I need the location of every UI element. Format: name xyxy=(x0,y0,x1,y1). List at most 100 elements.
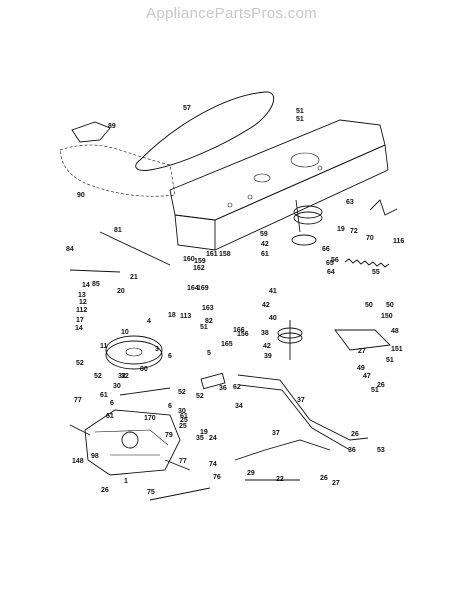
callout-label: 79 xyxy=(165,432,173,439)
control-rods xyxy=(69,199,398,501)
callout-label: 85 xyxy=(92,281,100,288)
watermark-text: AppliancePartsPros.com xyxy=(146,5,317,22)
callout-label: 52 xyxy=(196,393,204,400)
callout-label: 35 xyxy=(196,435,204,442)
callout-label: 51 xyxy=(296,116,304,123)
callout-label: 26 xyxy=(377,382,385,389)
callout-label: 11 xyxy=(100,343,108,350)
callout-label: 75 xyxy=(147,489,155,496)
shift-rods xyxy=(200,329,391,481)
callout-label: 51 xyxy=(296,108,304,115)
callout-label: 37 xyxy=(272,430,280,437)
callout-label: 3 xyxy=(155,346,159,353)
callout-label: 25 xyxy=(179,423,187,430)
callout-label: 19 xyxy=(337,226,345,233)
callout-label: 42 xyxy=(262,302,270,309)
callout-label: 77 xyxy=(74,397,82,404)
callout-label: 17 xyxy=(76,317,84,324)
callout-label: 90 xyxy=(77,192,85,199)
callout-label: 156 xyxy=(237,331,249,338)
callout-label: 49 xyxy=(357,365,365,372)
callout-label: 53 xyxy=(377,447,385,454)
callout-label: 36 xyxy=(348,447,356,454)
callout-label: 164 xyxy=(187,285,199,292)
callout-label: 148 xyxy=(72,458,84,465)
callout-label: 27 xyxy=(332,480,340,487)
callout-label: 1 xyxy=(124,478,128,485)
callout-label: 70 xyxy=(366,235,374,242)
callout-label: 81 xyxy=(114,227,122,234)
callout-label: 34 xyxy=(235,403,243,410)
callout-label: 51 xyxy=(386,357,394,364)
callout-label: 40 xyxy=(269,315,277,322)
callout-label: 32 xyxy=(121,373,129,380)
callout-label: 12 xyxy=(79,299,87,306)
callout-label: 42 xyxy=(263,343,271,350)
callout-label: 21 xyxy=(130,274,138,281)
callout-label: 61 xyxy=(180,413,188,420)
callout-label: 64 xyxy=(327,269,335,276)
callout-label: 61 xyxy=(100,392,108,399)
callout-label: 113 xyxy=(180,313,191,320)
callout-label: 163 xyxy=(202,305,214,312)
callout-label: 5 xyxy=(207,350,211,357)
callout-label: 20 xyxy=(117,288,125,295)
callout-label: 13 xyxy=(78,292,86,299)
callout-label: 55 xyxy=(372,269,380,276)
callout-label: 6 xyxy=(110,400,114,407)
callout-label: 62 xyxy=(233,384,241,391)
callout-label: 66 xyxy=(322,246,330,253)
callout-label: 98 xyxy=(91,453,99,460)
callout-label: 61 xyxy=(106,413,114,420)
callout-label: 63 xyxy=(346,199,354,206)
callout-label: 150 xyxy=(381,313,393,320)
fender-outline xyxy=(59,121,176,197)
callout-label: 59 xyxy=(260,231,268,238)
callout-label: 4 xyxy=(147,318,151,325)
callout-label: 162 xyxy=(193,265,205,272)
callout-label: 51 xyxy=(371,387,379,394)
callout-label: 50 xyxy=(365,302,373,309)
callout-label: 30 xyxy=(178,408,186,415)
callout-label: 25 xyxy=(180,417,188,424)
transaxle xyxy=(69,409,191,476)
callout-label: 30 xyxy=(113,383,121,390)
callout-label: 24 xyxy=(209,435,217,442)
callout-label: 72 xyxy=(350,228,358,235)
callout-label: 169 xyxy=(197,285,209,292)
callout-label: 89 xyxy=(108,123,116,130)
callout-label: 51 xyxy=(200,324,208,331)
callout-label: 37 xyxy=(297,397,305,404)
callout-label: 41 xyxy=(269,288,277,295)
callout-label: 18 xyxy=(168,312,176,319)
callout-label: 160 xyxy=(183,256,195,263)
callout-label: 19 xyxy=(200,429,208,436)
callout-label: 52 xyxy=(94,373,102,380)
callout-label: 48 xyxy=(391,328,399,335)
callout-label: 32 xyxy=(118,373,126,380)
callout-label: 77 xyxy=(179,458,187,465)
callout-label: 22 xyxy=(276,476,284,483)
idler-pulleys xyxy=(277,199,323,360)
callout-label: 56 xyxy=(331,257,339,264)
callout-label: 14 xyxy=(82,282,90,289)
callout-label: 26 xyxy=(351,431,359,438)
callout-label: 166 xyxy=(233,327,245,334)
callout-label: 159 xyxy=(194,258,206,265)
callout-label: 161 xyxy=(206,251,218,258)
callout-label: 158 xyxy=(219,251,231,258)
callout-label: 76 xyxy=(213,474,221,481)
callout-label: 29 xyxy=(247,470,255,477)
callout-label: 65 xyxy=(326,260,334,267)
callout-label: 26 xyxy=(320,475,328,482)
callout-label: 112 xyxy=(76,307,87,314)
callout-label: 52 xyxy=(76,360,84,367)
drive-pulley xyxy=(105,335,163,370)
callout-label: 26 xyxy=(101,487,109,494)
callout-label: 82 xyxy=(205,318,213,325)
callout-label: 165 xyxy=(221,341,233,348)
frame-rail xyxy=(169,119,389,251)
callout-label: 39 xyxy=(264,353,272,360)
callout-label: 74 xyxy=(209,461,217,468)
